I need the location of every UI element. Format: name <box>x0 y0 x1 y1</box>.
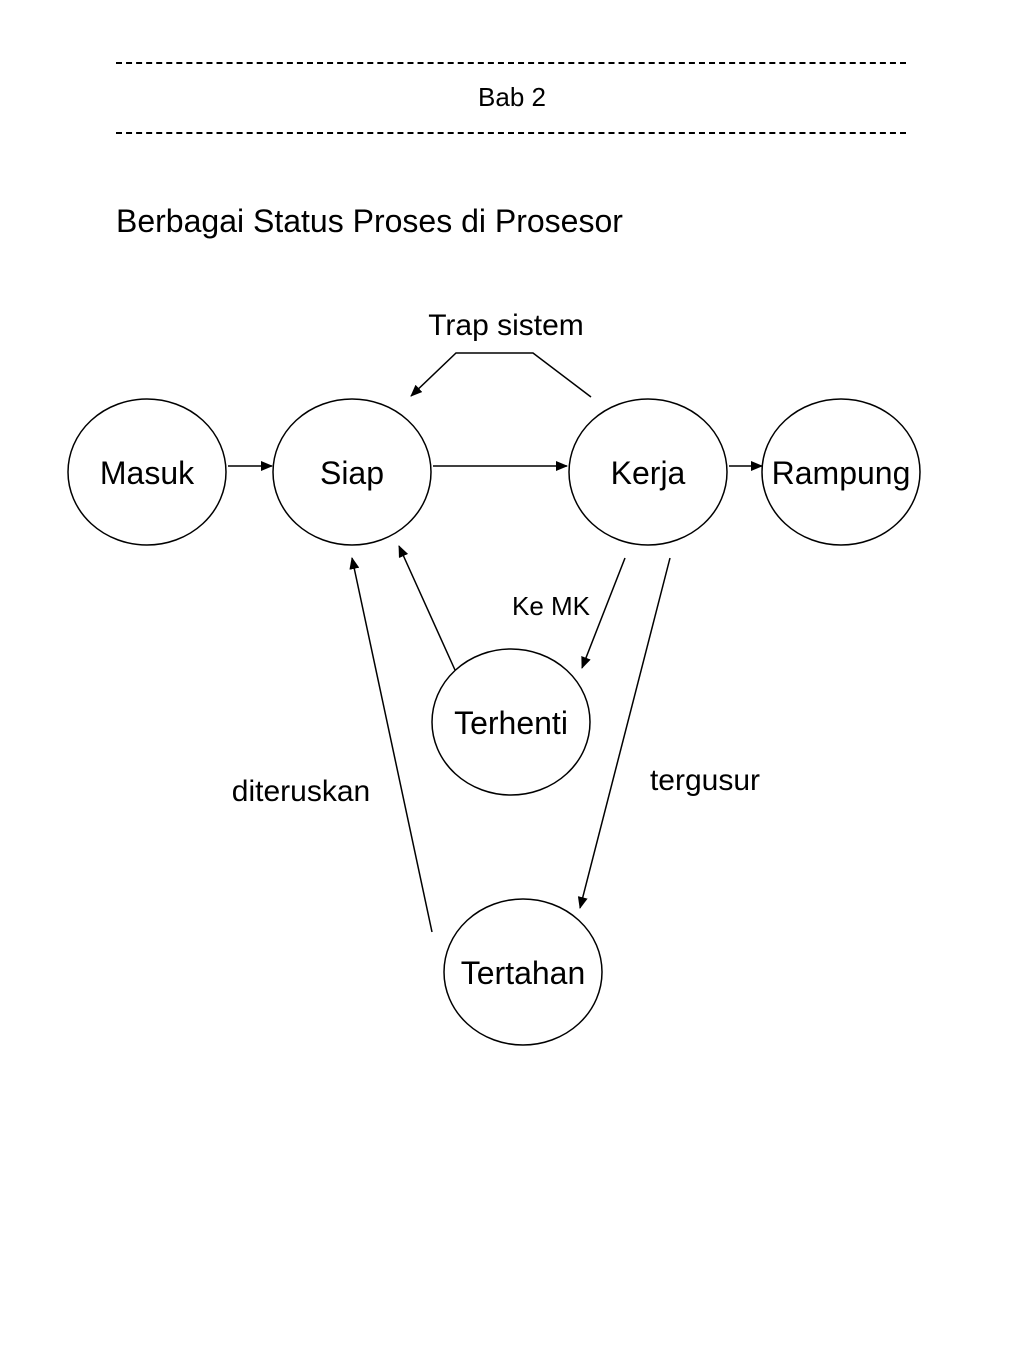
edge-label-diteruskan: diteruskan <box>232 775 370 808</box>
edge-label-ke-mk: Ke MK <box>512 591 591 621</box>
edge-terhenti-siap <box>398 545 456 671</box>
edge-kerja-terhenti <box>581 557 626 669</box>
edge-trap-kerja-siap <box>410 352 592 398</box>
node-tertahan-label: Tertahan <box>461 955 586 991</box>
edge-kerja-tertahan <box>577 557 671 909</box>
bottom-dashed-divider <box>116 132 906 134</box>
node-terhenti-label: Terhenti <box>454 705 568 741</box>
page-title: Berbagai Status Proses di Prosesor <box>116 203 623 239</box>
node-rampung: Rampung <box>761 398 921 546</box>
node-kerja: Kerja <box>568 398 728 546</box>
chapter-heading: Bab 2 <box>478 82 546 112</box>
edge-label-tergusur: tergusur <box>650 764 760 797</box>
node-terhenti: Terhenti <box>431 648 591 796</box>
node-tertahan: Tertahan <box>443 898 603 1046</box>
edge-tertahan-siap <box>349 557 433 933</box>
node-masuk: Masuk <box>67 398 227 546</box>
node-masuk-label: Masuk <box>100 455 195 491</box>
edge-label-trap: Trap sistem <box>428 309 584 342</box>
node-rampung-label: Rampung <box>772 455 911 491</box>
top-dashed-divider <box>116 62 906 64</box>
node-siap: Siap <box>272 398 432 546</box>
node-siap-label: Siap <box>320 455 384 491</box>
node-kerja-label: Kerja <box>611 455 686 491</box>
